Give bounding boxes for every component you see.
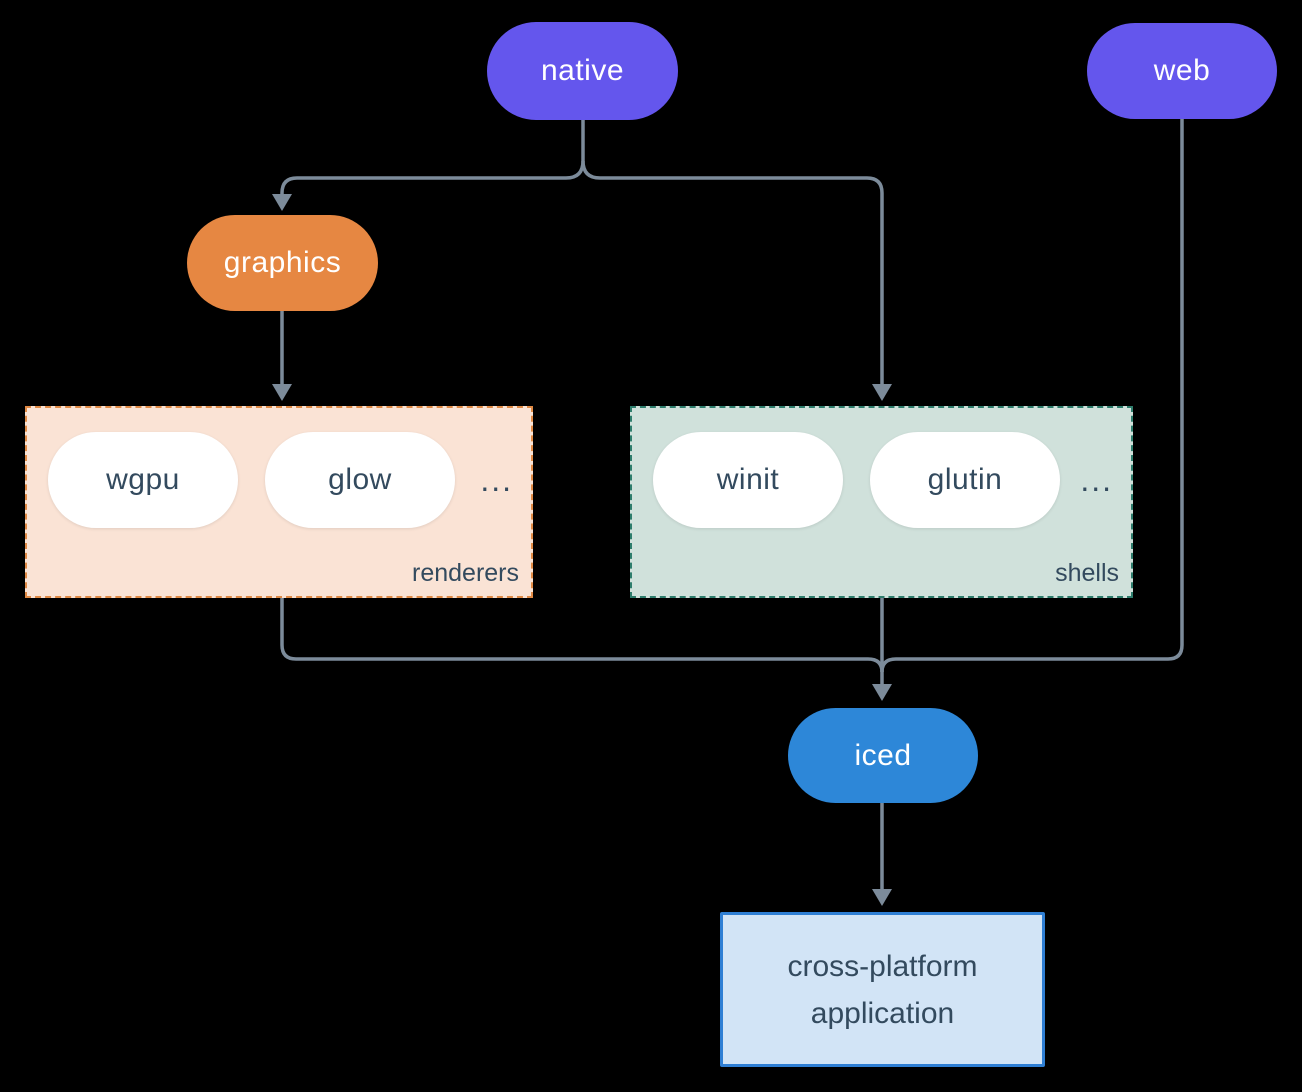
node-wgpu: wgpu xyxy=(48,432,238,528)
node-glow-label: glow xyxy=(328,463,392,496)
renderers-group-label: renderers xyxy=(412,559,519,587)
arrowhead-application xyxy=(872,889,892,906)
shells-group-label: shells xyxy=(1055,559,1119,587)
node-winit: winit xyxy=(653,432,843,528)
node-web: web xyxy=(1087,23,1277,119)
arrowhead-shells xyxy=(872,384,892,401)
node-graphics-label: graphics xyxy=(223,246,342,279)
renderers-ellipsis: ... xyxy=(480,461,513,498)
arrowhead-renderers xyxy=(272,384,292,401)
node-iced: iced xyxy=(788,708,978,803)
node-native-label: native xyxy=(540,54,625,87)
edge-native-graphics xyxy=(280,120,585,199)
node-cross-platform-application: cross-platform application xyxy=(720,912,1045,1067)
node-graphics: graphics xyxy=(187,215,378,311)
node-iced-label: iced xyxy=(854,738,912,772)
node-glutin-label: glutin xyxy=(927,463,1003,496)
node-web-label: web xyxy=(1153,54,1211,87)
node-winit-label: winit xyxy=(716,463,780,496)
node-native: native xyxy=(487,22,678,120)
node-glow: glow xyxy=(265,432,455,528)
arrowhead-graphics xyxy=(272,194,292,211)
edge-renderers-junction xyxy=(280,598,884,673)
shells-ellipsis: ... xyxy=(1080,461,1113,498)
node-glutin: glutin xyxy=(870,432,1060,528)
node-wgpu-label: wgpu xyxy=(106,463,180,496)
group-renderers: wgpu glow ... renderers xyxy=(25,406,533,598)
arrowhead-iced xyxy=(872,684,892,701)
edge-native-shells xyxy=(581,160,884,386)
group-shells: winit glutin ... shells xyxy=(630,406,1133,598)
node-application-label: cross-platform application xyxy=(787,949,978,1030)
